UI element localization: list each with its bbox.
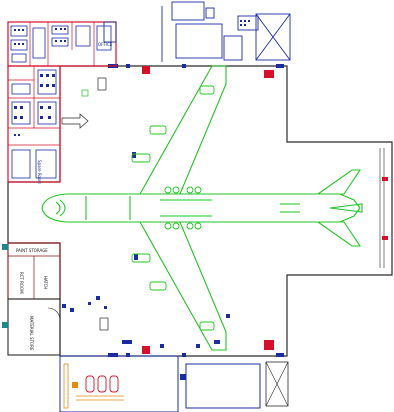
aircraft-outline bbox=[41, 65, 363, 351]
spare-room-label: Spare Room bbox=[37, 160, 42, 184]
paint-storage-label: PAINT STORAGE bbox=[16, 248, 48, 253]
aircraft-engines bbox=[131, 85, 215, 331]
office-label: OFFICE bbox=[98, 42, 113, 47]
entry-arrow-icon bbox=[61, 113, 89, 129]
material-store-label: MATERIAL STORE bbox=[29, 316, 34, 351]
top-equipment-text bbox=[240, 20, 250, 26]
office-block: Spare Room OFFICE bbox=[7, 21, 117, 184]
rct-room-label: RCT ROOM bbox=[19, 272, 24, 294]
wall-markers bbox=[108, 64, 284, 357]
door-tracks bbox=[379, 148, 388, 268]
landing-gear bbox=[160, 186, 300, 230]
bottom-yard bbox=[59, 355, 289, 412]
lower-left-markers bbox=[2, 244, 74, 328]
floor-equipment bbox=[81, 66, 274, 354]
top-equipment bbox=[103, 1, 291, 62]
hatch-room-label: HATCH bbox=[43, 276, 48, 289]
hangar-walls bbox=[7, 65, 393, 357]
